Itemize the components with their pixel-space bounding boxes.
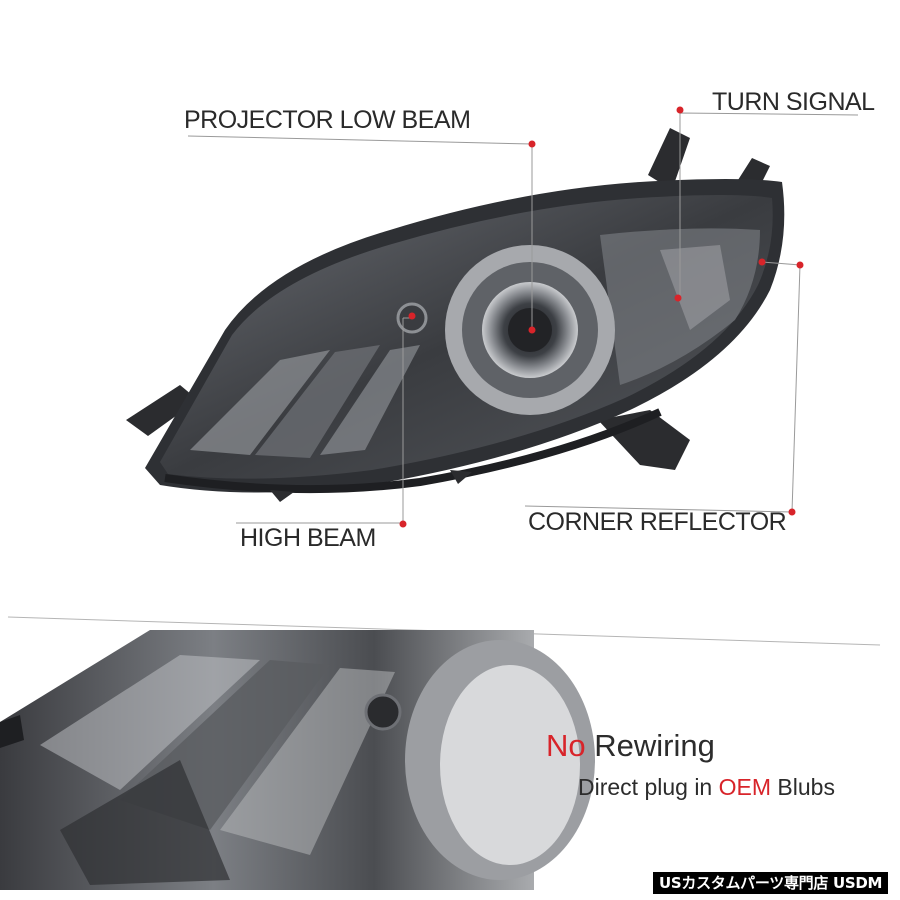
promo-headline: No Rewiring [546, 728, 715, 764]
callout-label-turn-signal: TURN SIGNAL [712, 88, 875, 116]
callout-dot-icon [758, 258, 766, 266]
promo-subline: Direct plug in OEM Blubs [578, 774, 835, 801]
mount-tab-left [126, 385, 198, 436]
leader-corner [524, 261, 801, 513]
closeup-bulb [364, 693, 402, 731]
callout-dot-icon [408, 312, 416, 320]
callout-dot-icon [528, 140, 536, 148]
callout-dot-icon [796, 261, 804, 269]
promo-subline-accent: OEM [718, 774, 772, 800]
watermark-badge: USカスタムパーツ専門店 USDM [653, 872, 889, 894]
callout-label-corner-reflector: CORNER REFLECTOR [528, 508, 787, 536]
closeup-photo [0, 630, 595, 890]
promo-headline-accent: No [546, 728, 586, 763]
promo-subline-suffix: Blubs [777, 774, 835, 800]
callout-dot-icon [399, 520, 407, 528]
headlight-assembly [126, 128, 785, 502]
callout-label-projector-low-beam: PROJECTOR LOW BEAM [184, 106, 471, 134]
promo-subline-prefix: Direct plug in [578, 774, 713, 800]
callout-dot-icon [528, 326, 536, 334]
mount-tab-top-right [738, 158, 770, 186]
leader-turn-signal [679, 112, 859, 298]
callout-label-high-beam: HIGH BEAM [240, 524, 376, 552]
callout-dot-icon [676, 106, 684, 114]
promo-headline-rest: Rewiring [594, 728, 715, 763]
callout-dot-icon [674, 294, 682, 302]
callout-dot-icon [788, 508, 796, 516]
